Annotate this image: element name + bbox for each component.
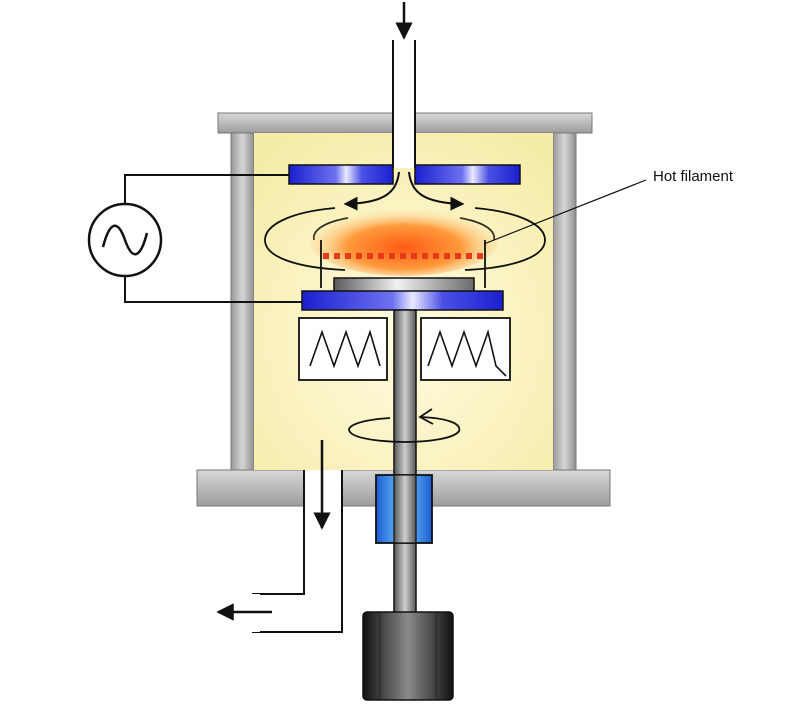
- filament-supports: [320, 240, 486, 288]
- ac-source-icon: [87, 174, 302, 303]
- motor-icon: [362, 611, 454, 701]
- top-electrode: [288, 164, 521, 185]
- gas-inlet: [392, 2, 416, 168]
- substrate: [333, 277, 475, 293]
- plasma-glow: [309, 204, 499, 276]
- hot-filament-label: Hot filament: [653, 168, 734, 185]
- shaft-through-seal: [393, 474, 417, 544]
- hot-filament-leader: [483, 179, 647, 245]
- gas-flow-arrows: [343, 171, 465, 211]
- heater-coil-icon: [298, 317, 511, 381]
- rotation-shaft: [393, 309, 417, 621]
- bottom-electrode: [301, 290, 504, 311]
- rotation-arrow: [348, 408, 461, 443]
- exhaust-port: [200, 440, 343, 633]
